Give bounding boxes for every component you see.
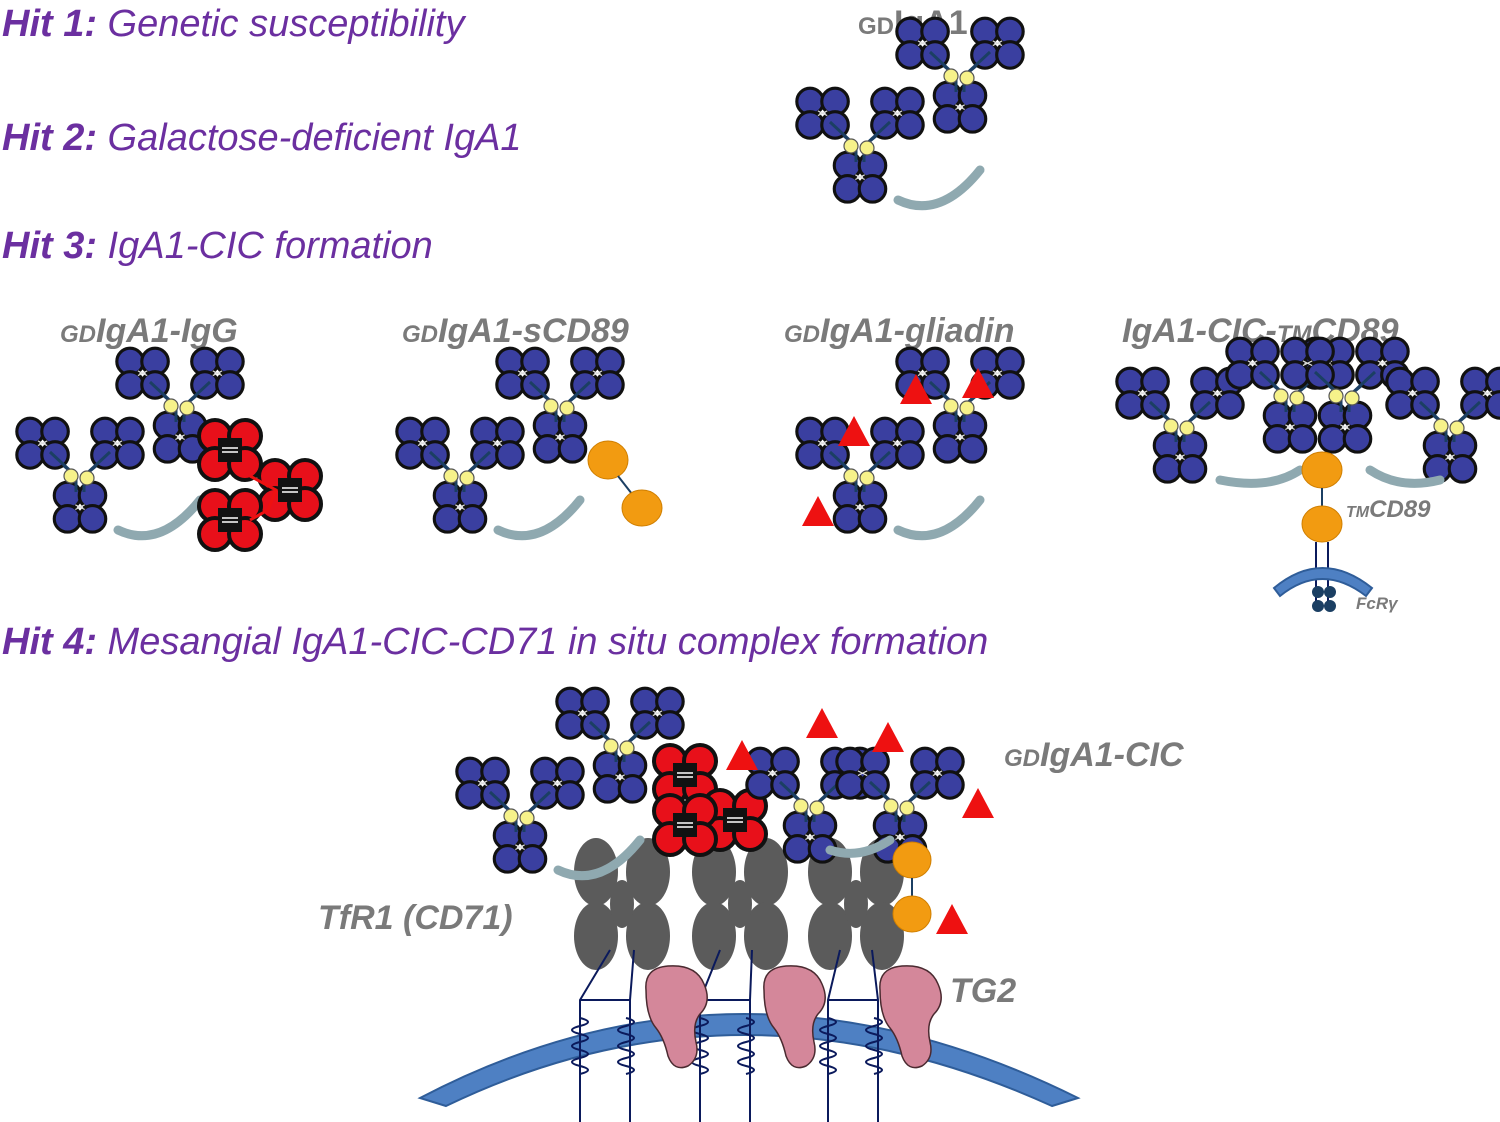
panel-iga1-igg-prefix: GD (60, 321, 96, 348)
tmcd89-sub: TM (1346, 504, 1370, 521)
panel-iga1-gliadin-prefix: GD (784, 321, 820, 348)
hit-3-label: Hit 3: (2, 225, 97, 267)
panel-iga1-scd89-title: GDIgA1-sCD89 (402, 312, 629, 350)
hit-1: Hit 1: Genetic susceptibility (2, 3, 466, 45)
svg-text:GDIgA1-sCD89: GDIgA1-sCD89 (402, 312, 629, 350)
hit-3-text: IgA1-CIC formation (97, 225, 433, 267)
panel-iga1-scd89-prefix: GD (402, 321, 438, 348)
svg-text:Hit 2: Galactose-deficient IgA: Hit 2: Galactose-deficient IgA1 (2, 117, 522, 159)
panel-iga1-scd89-name: IgA1-sCD89 (438, 312, 629, 350)
tfr1-receptor-1 (571, 838, 670, 1122)
hit-3: Hit 3: IgA1-CIC formation (2, 225, 433, 267)
svg-text:GDIgA1-gliadin: GDIgA1-gliadin (784, 312, 1015, 350)
panel-iga1-igg-molecule (17, 348, 323, 552)
fcrgamma-text: FcRγ (1356, 594, 1399, 613)
tg2-text: TG2 (950, 972, 1016, 1010)
hit-4: Hit 4: Mesangial IgA1-CIC-CD71 in situ c… (2, 621, 988, 663)
panel-iga1-gliadin-molecule (797, 348, 1023, 535)
bottom-complex-label: GDIgA1-CIC (1004, 736, 1184, 774)
bottom-iga1-cic-complex (457, 688, 994, 934)
panel-iga1-igg-name: IgA1-IgG (96, 312, 238, 350)
top-gdiga1-molecule (797, 18, 1023, 205)
panel-iga1-cic-tmcd89-molecule (1117, 338, 1500, 612)
tg2-enzyme-1 (645, 965, 708, 1069)
svg-text:Hit 4: Mesangial IgA1-CIC-CD71: Hit 4: Mesangial IgA1-CIC-CD71 in situ c… (2, 621, 988, 663)
svg-text:Hit 1: Genetic susceptibility: Hit 1: Genetic susceptibility (2, 3, 466, 45)
hit-2-text: Galactose-deficient IgA1 (97, 117, 522, 159)
hit-1-text: Genetic susceptibility (97, 3, 466, 45)
tg2-label: TG2 (950, 972, 1016, 1010)
top-gdiga1-prefix: GD (858, 13, 894, 40)
panel-iga1-scd89-molecule (397, 348, 663, 535)
tmcd89-label: TMCD89 (1346, 496, 1431, 523)
bottom-complex-prefix: GD (1004, 745, 1040, 772)
hit-2: Hit 2: Galactose-deficient IgA1 (2, 117, 522, 159)
hit-4-label: Hit 4: (2, 621, 97, 663)
svg-text:GDIgA1-IgG: GDIgA1-IgG (60, 312, 238, 350)
tmcd89-name: CD89 (1369, 496, 1431, 523)
tfr1-text: TfR1 (CD71) (318, 899, 513, 937)
svg-text:TMCD89: TMCD89 (1346, 496, 1431, 523)
tfr1-label: TfR1 (CD71) (318, 899, 513, 937)
panel-iga1-gliadin-title: GDIgA1-gliadin (784, 312, 1015, 350)
tfr1-receptor-3 (808, 838, 904, 1122)
panel-iga1-igg-title: GDIgA1-IgG (60, 312, 238, 350)
bottom-complex-name: IgA1-CIC (1040, 736, 1184, 774)
svg-text:Hit 3: IgA1-CIC formation: Hit 3: IgA1-CIC formation (2, 225, 433, 267)
scd89 (587, 440, 663, 527)
svg-text:GDIgA1-CIC: GDIgA1-CIC (1004, 736, 1184, 774)
fcrgamma-label: FcRγ (1356, 594, 1399, 613)
tg2-enzyme-2 (763, 965, 826, 1069)
panel-iga1-gliadin-name: IgA1-gliadin (820, 312, 1015, 350)
igg-antibody (197, 418, 323, 552)
hit-2-label: Hit 2: (2, 117, 97, 159)
hit-4-text: Mesangial IgA1-CIC-CD71 in situ complex … (97, 621, 988, 663)
hit-1-label: Hit 1: (2, 3, 97, 45)
